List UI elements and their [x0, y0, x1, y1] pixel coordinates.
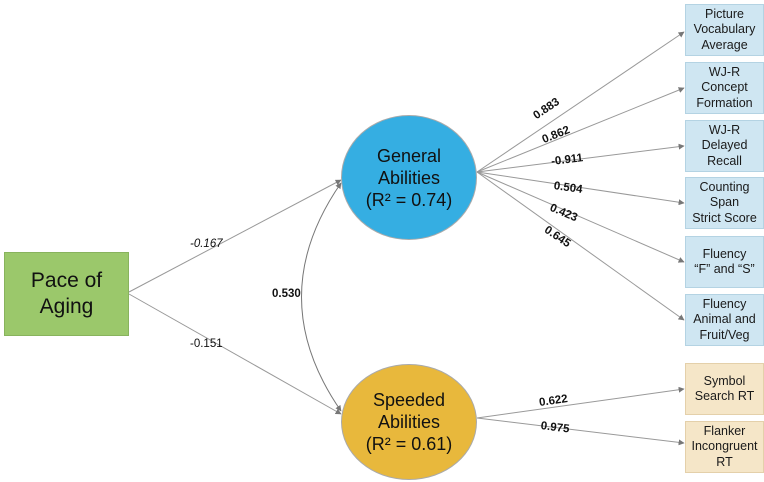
- loading-line-fluency-fs: [476, 171, 685, 263]
- pace-of-aging-node: Pace of Aging: [4, 252, 129, 336]
- indicator-delayed-recall: WJ-R Delayed Recall: [685, 120, 764, 172]
- indicator-label: Fluency “F” and “S”: [694, 246, 755, 277]
- general-abilities-r2: (R² = 0.74): [365, 189, 453, 210]
- coef-covariance: 0.530: [272, 288, 301, 300]
- loading-line-counting-span: [476, 171, 685, 206]
- indicator-label: Symbol Search RT: [694, 373, 755, 404]
- path-pace-to-speeded: [128, 293, 342, 415]
- indicator-label: Counting Span Strict Score: [692, 179, 757, 225]
- general-abilities-node: General Abilities (R² = 0.74): [341, 115, 477, 240]
- loading-line-delayed-recall: [476, 143, 685, 173]
- indicator-label: WJ-R Delayed Recall: [701, 122, 748, 168]
- path-pace-to-general: [128, 179, 342, 293]
- loading-line-fluency-animal: [476, 171, 685, 321]
- indicator-symbol-search: Symbol Search RT: [685, 363, 764, 415]
- indicator-flanker: Flanker Incongruent RT: [685, 421, 764, 473]
- loading-line-concept-formation: [476, 87, 685, 173]
- indicator-fluency-animal: Fluency Animal and Fruit/Veg: [685, 294, 764, 346]
- general-abilities-name: General Abilities: [376, 145, 442, 188]
- coef-pace-general: -0.167: [190, 238, 223, 250]
- speeded-abilities-node: Speeded Abilities (R² = 0.61): [341, 364, 477, 480]
- speeded-abilities-r2: (R² = 0.61): [365, 434, 453, 454]
- loading-line-symbol-search: [476, 386, 685, 419]
- indicator-label: Fluency Animal and Fruit/Veg: [693, 296, 756, 342]
- covariance-arc: [301, 182, 342, 412]
- indicator-label: Picture Vocabulary Average: [693, 6, 756, 52]
- pace-of-aging-label: Pace of Aging: [30, 269, 103, 318]
- loading-line-picture-vocabulary: [476, 31, 685, 173]
- speeded-abilities-name: Speeded Abilities: [372, 390, 446, 432]
- indicator-fluency-fs: Fluency “F” and “S”: [685, 236, 764, 288]
- indicator-label: WJ-R Concept Formation: [696, 64, 753, 110]
- indicator-concept-formation: WJ-R Concept Formation: [685, 62, 764, 114]
- indicator-picture-vocabulary: Picture Vocabulary Average: [685, 4, 764, 56]
- loading-line-flanker: [476, 417, 685, 446]
- coef-pace-speeded: -0.151: [190, 338, 223, 350]
- indicator-label: Flanker Incongruent RT: [691, 423, 758, 469]
- indicator-counting-span: Counting Span Strict Score: [685, 177, 764, 229]
